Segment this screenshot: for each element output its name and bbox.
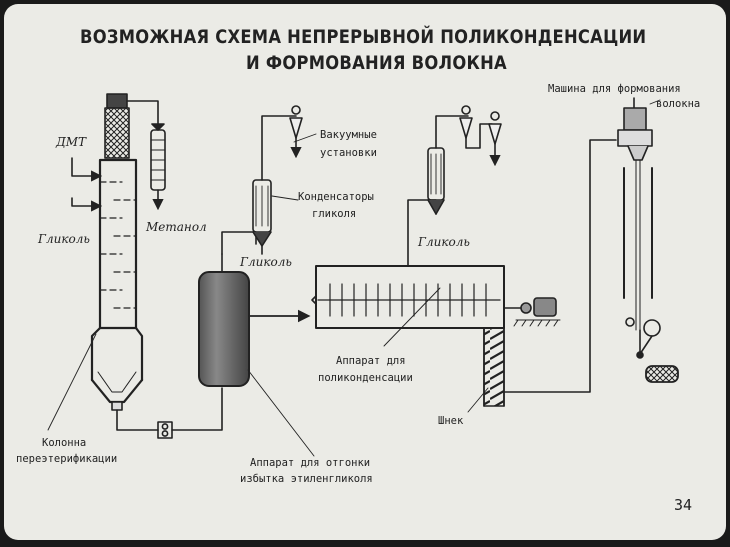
label-dmt: ДМТ: [56, 135, 87, 149]
callout-leaders: [47, 99, 661, 457]
label-stripper-2: избытка этиленгликоля: [240, 473, 373, 485]
fiber-spinning-machine: [617, 97, 679, 383]
label-polycondensation-1: Аппарат для: [336, 355, 406, 367]
label-spinning-machine-2: волокна: [656, 98, 701, 110]
label-glycol-right: Гликоль: [418, 235, 470, 249]
transesterification-column: [71, 93, 159, 411]
page-number: 34: [674, 496, 693, 514]
label-column-1: Колонна: [42, 437, 87, 449]
column-to-stripper-line: [116, 387, 223, 439]
label-glycol-feed: Гликоль: [38, 232, 90, 246]
label-condensers-2: гликоля: [312, 208, 357, 220]
label-condensers-1: Конденсаторы: [298, 191, 374, 203]
diagram-title-line2: И ФОРМОВАНИЯ ВОЛОКНА: [246, 52, 507, 74]
label-glycol-middle: Гликоль: [240, 255, 292, 269]
label-screw: Шнек: [438, 415, 464, 427]
glycol-condenser-right: [427, 115, 469, 215]
label-vacuum-units-1: Вакуумные: [320, 129, 377, 141]
label-polycondensation-2: поликонденсации: [318, 372, 413, 384]
label-spinning-machine-1: Машина для формования: [548, 83, 681, 95]
label-vacuum-units-2: установки: [320, 147, 377, 159]
methanol-condenser: [150, 123, 166, 211]
diagram-title-line1: ВОЗМОЖНАЯ СХЕМА НЕПРЕРЫВНОЙ ПОЛИКОНДЕНСА…: [80, 26, 647, 48]
glycol-condenser-middle: [252, 115, 297, 255]
label-column-2: переэтерификации: [16, 453, 118, 465]
label-stripper-1: Аппарат для отгонки: [250, 457, 371, 469]
vacuum-units-right: [459, 105, 502, 167]
label-methanol: Метанол: [146, 220, 207, 234]
slide-paper: [4, 4, 726, 540]
glycol-stripper-vessel: [198, 231, 311, 387]
polycondensation-apparatus: [311, 199, 561, 329]
